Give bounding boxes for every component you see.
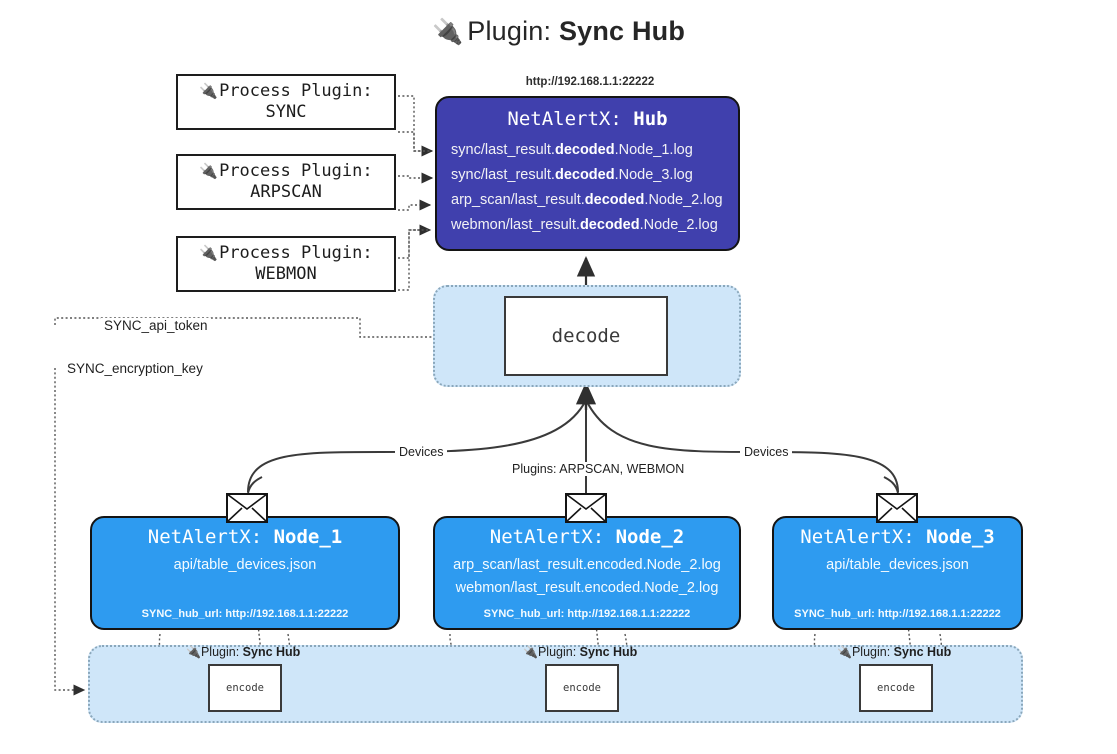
process-plugin-name: ARPSCAN: [250, 182, 322, 202]
electric-plug-icon: 🔌: [199, 81, 219, 100]
decode-box[interactable]: decode: [504, 296, 668, 376]
process-plugin-box-sync[interactable]: 🔌Process Plugin: SYNC: [176, 74, 396, 130]
hub-title-name: Hub: [633, 108, 668, 130]
node-hub-url: SYNC_hub_url: http://192.168.1.1:22222: [483, 608, 691, 620]
electric-plug-icon: 🔌: [523, 645, 538, 659]
hub-title-prefix: NetAlertX:: [507, 108, 622, 130]
encode-box-2[interactable]: encode: [545, 664, 619, 712]
title-prefix: Plugin:: [467, 16, 552, 46]
netalertx-node-1[interactable]: NetAlertX: Node_1 api/table_devices.json…: [90, 516, 400, 630]
node-resource-line: arp_scan/last_result.encoded.Node_2.log: [453, 557, 721, 573]
envelope-icon: [876, 493, 918, 523]
encode-caption-1: 🔌Plugin: Sync Hub: [186, 645, 301, 659]
encode-box-3[interactable]: encode: [859, 664, 933, 712]
electric-plug-icon: 🔌: [431, 18, 464, 46]
edge-label-devices-left: Devices: [395, 445, 448, 459]
process-plugin-name: SYNC: [265, 102, 307, 122]
sync-api-token-label: SYNC_api_token: [101, 318, 211, 333]
process-plugin-label: Process Plugin:: [219, 242, 373, 263]
hub-url-label: http://192.168.1.1:22222: [525, 76, 655, 88]
hub-log-row: sync/last_result.decoded.Node_3.log: [451, 167, 693, 183]
encode-caption-2: 🔌Plugin: Sync Hub: [523, 645, 638, 659]
hub-title: NetAlertX: Hub: [437, 108, 738, 130]
encode-caption-3: 🔌Plugin: Sync Hub: [837, 645, 952, 659]
edge-label-devices-right: Devices: [740, 445, 793, 459]
title-name: Sync Hub: [558, 16, 686, 46]
envelope-icon: [226, 493, 268, 523]
hub-node[interactable]: NetAlertX: Hub sync/last_result.decoded.…: [435, 96, 740, 251]
electric-plug-icon: 🔌: [837, 645, 852, 659]
electric-plug-icon: 🔌: [199, 243, 219, 262]
sync-encryption-key-label: SYNC_encryption_key: [64, 361, 206, 376]
edge-label-plugins: Plugins: ARPSCAN, WEBMON: [508, 462, 689, 476]
node-resource-line: api/table_devices.json: [173, 557, 317, 573]
envelope-icon: [565, 493, 607, 523]
encode-box-1[interactable]: encode: [208, 664, 282, 712]
node-resource-line: webmon/last_result.encoded.Node_2.log: [455, 580, 719, 596]
hub-log-row: arp_scan/last_result.decoded.Node_2.log: [451, 192, 723, 208]
electric-plug-icon: 🔌: [199, 161, 219, 180]
process-plugin-box-arpscan[interactable]: 🔌Process Plugin: ARPSCAN: [176, 154, 396, 210]
netalertx-node-3[interactable]: NetAlertX: Node_3 api/table_devices.json…: [772, 516, 1023, 630]
process-plugin-label: Process Plugin:: [219, 80, 373, 101]
node-title: NetAlertX: Node_1: [147, 526, 343, 548]
hub-log-row: sync/last_result.decoded.Node_1.log: [451, 142, 693, 158]
process-plugin-box-webmon[interactable]: 🔌Process Plugin: WEBMON: [176, 236, 396, 292]
hub-log-row: webmon/last_result.decoded.Node_2.log: [451, 217, 718, 233]
electric-plug-icon: 🔌: [186, 645, 201, 659]
node-hub-url: SYNC_hub_url: http://192.168.1.1:22222: [141, 608, 349, 620]
netalertx-node-2[interactable]: NetAlertX: Node_2 arp_scan/last_result.e…: [433, 516, 741, 630]
process-plugin-name: WEBMON: [255, 264, 317, 284]
node-hub-url: SYNC_hub_url: http://192.168.1.1:22222: [794, 608, 1001, 620]
process-plugin-label: Process Plugin:: [219, 160, 373, 181]
node-title: NetAlertX: Node_2: [489, 526, 685, 548]
node-resource-line: api/table_devices.json: [826, 557, 969, 573]
node-title: NetAlertX: Node_3: [800, 526, 995, 548]
page-title: 🔌Plugin: Sync Hub: [0, 16, 1117, 47]
